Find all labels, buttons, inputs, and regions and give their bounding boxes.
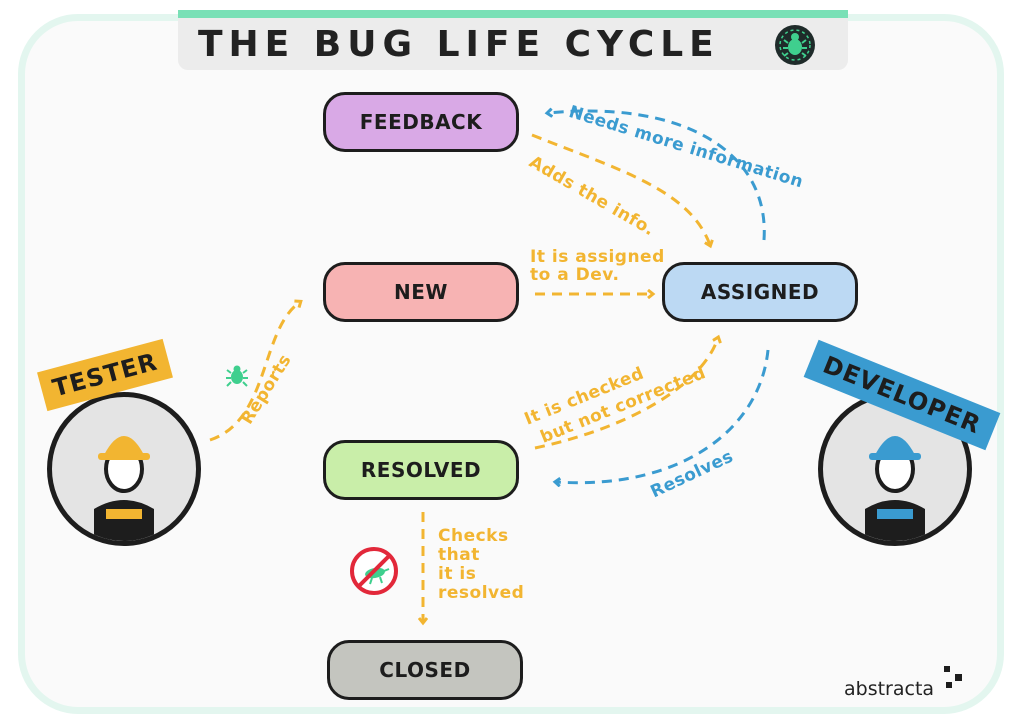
state-assigned: ASSIGNED: [662, 262, 858, 322]
state-new: NEW: [323, 262, 519, 322]
tester-avatar: [47, 392, 201, 546]
state-closed: CLOSED: [327, 640, 523, 700]
arrow-checked-not-corrected: [534, 338, 718, 450]
arrow-needs-more-information: [548, 111, 766, 241]
label-checks-line2: that: [438, 545, 480, 565]
arrow-reports: [209, 302, 300, 442]
brand-name: abstracta: [844, 678, 935, 700]
arrow-resolves: [556, 349, 770, 483]
label-assigned-line1: It is assigned: [530, 247, 665, 267]
state-feedback: FEEDBACK: [323, 92, 519, 152]
diagram-title: THE BUG LIFE CYCLE: [198, 24, 720, 65]
label-checks-line4: resolved: [438, 583, 525, 603]
label-checks-line1: Checks: [438, 526, 509, 546]
title-bar: [178, 10, 848, 70]
label-assigned-line2: to a Dev.: [530, 265, 620, 285]
state-resolved: RESOLVED: [323, 440, 519, 500]
bug-icon: [775, 25, 815, 65]
brand-logo-icon: [942, 664, 964, 690]
no-bug-icon: [348, 545, 400, 597]
bug-icon: [222, 360, 252, 390]
arrow-adds-the-info: [531, 133, 710, 245]
label-checks-line3: it is: [438, 564, 477, 584]
